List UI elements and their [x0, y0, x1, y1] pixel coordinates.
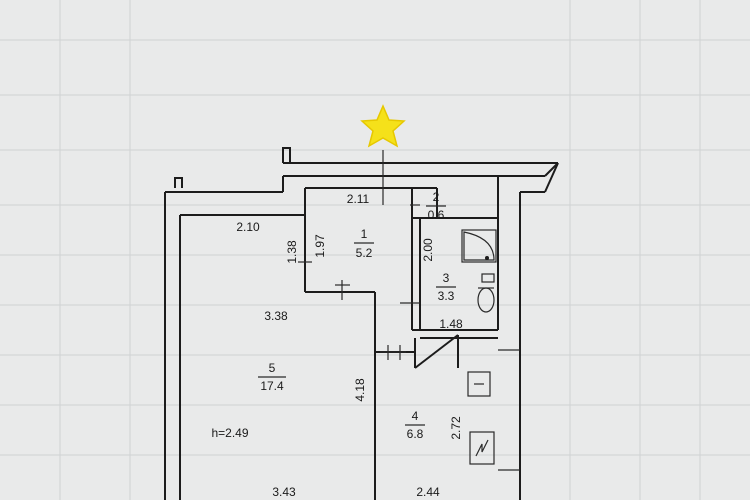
dimension-ticks [298, 150, 520, 471]
dim-1-97: 1.97 [313, 234, 327, 258]
dim-2-72: 2.72 [449, 416, 463, 440]
bathtub-icon [461, 229, 497, 263]
room-3-area: 3.3 [438, 289, 455, 303]
toilet-icon [477, 273, 495, 313]
room-1-area: 5.2 [356, 246, 373, 260]
dim-2-44: 2.44 [416, 485, 440, 499]
dim-1-38: 1.38 [285, 240, 299, 264]
room-5-number: 5 [269, 361, 276, 375]
ceiling-height: h=2.49 [211, 426, 248, 440]
dim-4-18: 4.18 [353, 378, 367, 402]
stove-icon [469, 431, 495, 465]
room-1-number: 1 [361, 227, 368, 241]
room-3-number: 3 [443, 271, 450, 285]
dim-1-48: 1.48 [439, 317, 463, 331]
room-labels: 1 5.2 2 0.6 3 3.3 4 6.8 5 17.4 h=2.49 [211, 190, 456, 441]
dim-2-00: 2.00 [421, 238, 435, 262]
dimension-labels: 2.11 2.10 1.48 3.38 3.43 2.44 1.38 1.97 … [236, 192, 463, 499]
room-4-number: 4 [412, 409, 419, 423]
outer-walls [164, 147, 559, 500]
room-5-area: 17.4 [260, 379, 284, 393]
dim-3-38: 3.38 [264, 309, 288, 323]
star-icon [360, 104, 406, 148]
dim-2-11: 2.11 [347, 192, 370, 206]
room-2-number: 2 [433, 190, 440, 204]
dim-2-10: 2.10 [236, 220, 260, 234]
room-2-area: 0.6 [428, 208, 445, 222]
dim-3-43: 3.43 [272, 485, 296, 499]
sink-icon [467, 371, 491, 397]
interior-walls [179, 176, 499, 500]
room-4-area: 6.8 [407, 427, 424, 441]
